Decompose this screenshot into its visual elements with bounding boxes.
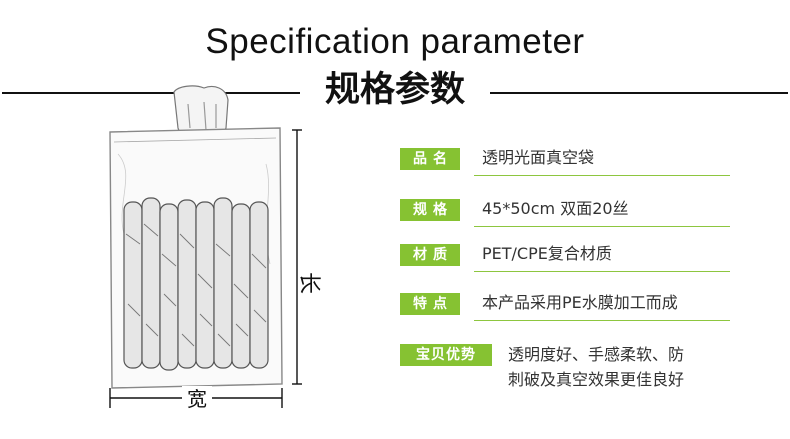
spec-underline [474,271,730,272]
spec-value-size: 45*50cm 双面20丝 [482,199,629,218]
spec-underline [474,320,730,321]
title-chinese: 规格参数 [324,70,465,110]
spec-label-advantage: 宝贝优势 [400,344,492,366]
width-label-bg [182,386,212,410]
vacuum-bag-illustration: 长 宽 [109,85,321,411]
spec-row-advantage: 宝贝优势 透明度好、手感柔软、防 刺破及真空效果更佳良好 [400,340,730,400]
length-label: 长 [296,272,321,294]
spec-underline [474,226,730,227]
title-chinese-row: 规格参数 [0,66,790,114]
advantage-line-1: 透明度好、手感柔软、防 [508,345,685,364]
spec-label-name: 品名 [400,148,460,170]
spec-label-material: 材质 [400,244,460,266]
width-label: 宽 [187,387,207,411]
spec-row-name: 品名 透明光面真空袋 [400,144,730,178]
spec-row-feature: 特点 本产品采用PE水膜加工而成 [400,289,730,323]
spec-value-name: 透明光面真空袋 [482,148,595,167]
title-divider-right [490,92,788,94]
spec-label-size: 规格 [400,199,460,221]
length-dimension-arrow [292,129,302,385]
spec-value-material: PET/CPE复合材质 [482,244,612,263]
sausages-contents [123,197,269,371]
spec-row-size: 规格 45*50cm 双面20丝 [400,195,730,229]
spec-value-feature: 本产品采用PE水膜加工而成 [482,293,678,312]
spec-label-feature: 特点 [400,293,460,315]
advantage-line-2: 刺破及真空效果更佳良好 [508,370,685,389]
spec-row-material: 材质 PET/CPE复合材质 [400,240,730,274]
spec-value-advantage: 透明度好、手感柔软、防 刺破及真空效果更佳良好 [508,342,730,392]
spec-underline [474,175,730,176]
title-english: Specification parameter [205,22,585,61]
title-divider-left [2,92,300,94]
